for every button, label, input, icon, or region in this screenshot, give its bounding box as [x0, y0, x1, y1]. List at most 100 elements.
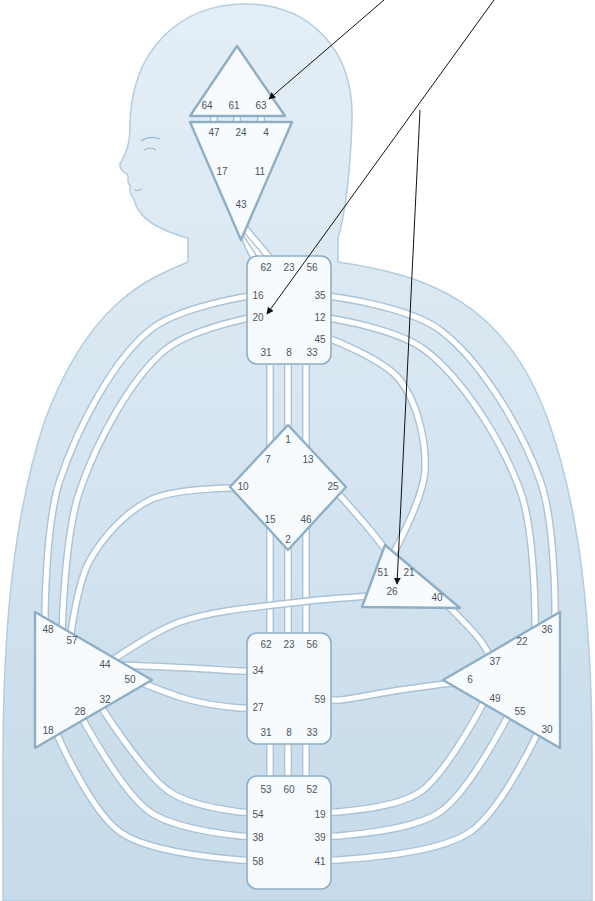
gate-number: 33	[306, 348, 317, 358]
throat-center: 622356163520124531833	[246, 255, 332, 365]
gate-number: 16	[252, 291, 263, 301]
channel-outline	[135, 680, 246, 708]
gate-number: 11	[255, 167, 265, 177]
channel-outline	[328, 318, 535, 636]
channel-core	[332, 712, 510, 836]
gate-number: 59	[314, 695, 325, 705]
channel-outline	[80, 714, 246, 836]
channel-core	[80, 714, 246, 836]
gate-number: 41	[314, 857, 325, 867]
gate-number: 52	[306, 785, 317, 795]
channel-outline	[284, 740, 292, 780]
gate-number: 2	[285, 535, 291, 545]
gate-number: 22	[516, 637, 527, 647]
channel-core	[332, 682, 460, 700]
gate-number: 54	[252, 810, 263, 820]
gate-number: 61	[228, 101, 239, 111]
channel	[120, 665, 246, 671]
channel	[100, 705, 246, 812]
channel-outline	[332, 682, 460, 700]
channel	[70, 488, 240, 640]
channel	[270, 740, 271, 780]
gate-number: 8	[286, 348, 292, 358]
ajna-center: 47244171143	[187, 119, 295, 243]
gate-number: 53	[260, 785, 271, 795]
channel-outline	[120, 665, 246, 671]
gate-number: 20	[252, 313, 263, 323]
channel-outline	[70, 488, 240, 640]
gate-number: 31	[260, 348, 271, 358]
channel-outline	[445, 603, 492, 660]
gate-number: 32	[99, 695, 110, 705]
channel-core	[332, 700, 485, 812]
gate-number: 36	[541, 625, 552, 635]
gate-number: 23	[283, 263, 294, 273]
channel-core	[62, 318, 250, 636]
gate-number: 63	[255, 101, 266, 111]
gate-number: 62	[260, 640, 271, 650]
channel	[288, 740, 289, 780]
channel	[306, 522, 307, 640]
channel-core	[303, 740, 308, 780]
channel-core	[243, 226, 270, 258]
gate-number: 60	[283, 785, 294, 795]
channel	[445, 603, 492, 660]
sacral-center: 62235634275931833	[246, 632, 332, 745]
channel-outline	[100, 705, 246, 812]
channel-outline	[328, 338, 425, 556]
channel-core	[100, 705, 246, 812]
gate-number: 34	[252, 666, 263, 676]
leader-arrow	[397, 110, 420, 584]
gate-number: 17	[216, 167, 227, 177]
center-border	[247, 633, 331, 744]
gate-number: 26	[386, 587, 397, 597]
channel-core	[445, 603, 492, 660]
gate-number: 25	[327, 482, 338, 492]
ego-center: 51 21 26 40	[359, 542, 463, 611]
gate-number: 56	[306, 263, 317, 273]
gate-number: 51	[377, 568, 388, 578]
gate-number: 62	[260, 263, 271, 273]
gate-number: 49	[489, 694, 500, 704]
center-border	[247, 776, 331, 889]
gate-number: 35	[314, 291, 325, 301]
gate-number: 7	[265, 455, 271, 465]
gate-number: 21	[403, 568, 414, 578]
channel-core	[120, 665, 246, 671]
channel	[332, 700, 485, 812]
channel	[332, 712, 510, 836]
channel-outline	[55, 730, 246, 860]
channel-outline	[302, 522, 310, 640]
channel-outline	[302, 740, 310, 780]
gate-number: 38	[252, 833, 263, 843]
gate-number: 56	[306, 640, 317, 650]
center-border	[247, 256, 331, 364]
gate-number: 10	[237, 482, 248, 492]
channel	[328, 338, 425, 556]
gate-number: 55	[514, 707, 525, 717]
channel-core	[55, 730, 246, 860]
channel	[306, 740, 307, 780]
channel-outline	[332, 728, 540, 860]
gate-number: 23	[283, 640, 294, 650]
gate-number: 6	[467, 675, 473, 685]
gate-number: 18	[42, 726, 53, 736]
gate-number: 19	[314, 810, 325, 820]
g-center: 1713102515462	[228, 423, 348, 552]
channel-core	[70, 488, 240, 640]
center-border	[362, 545, 460, 608]
gate-number: 30	[541, 725, 552, 735]
channel	[80, 714, 246, 836]
channel-core	[303, 522, 308, 640]
center-border	[35, 612, 152, 748]
spleen-center: 48574450322818	[32, 609, 155, 751]
channel	[328, 296, 555, 622]
channel-core	[267, 740, 272, 780]
gate-number: 31	[260, 728, 271, 738]
channel	[55, 730, 246, 860]
face-eye	[144, 148, 156, 150]
channel-outline	[62, 318, 250, 636]
gate-number: 40	[431, 593, 442, 603]
channel-outline	[266, 522, 274, 640]
